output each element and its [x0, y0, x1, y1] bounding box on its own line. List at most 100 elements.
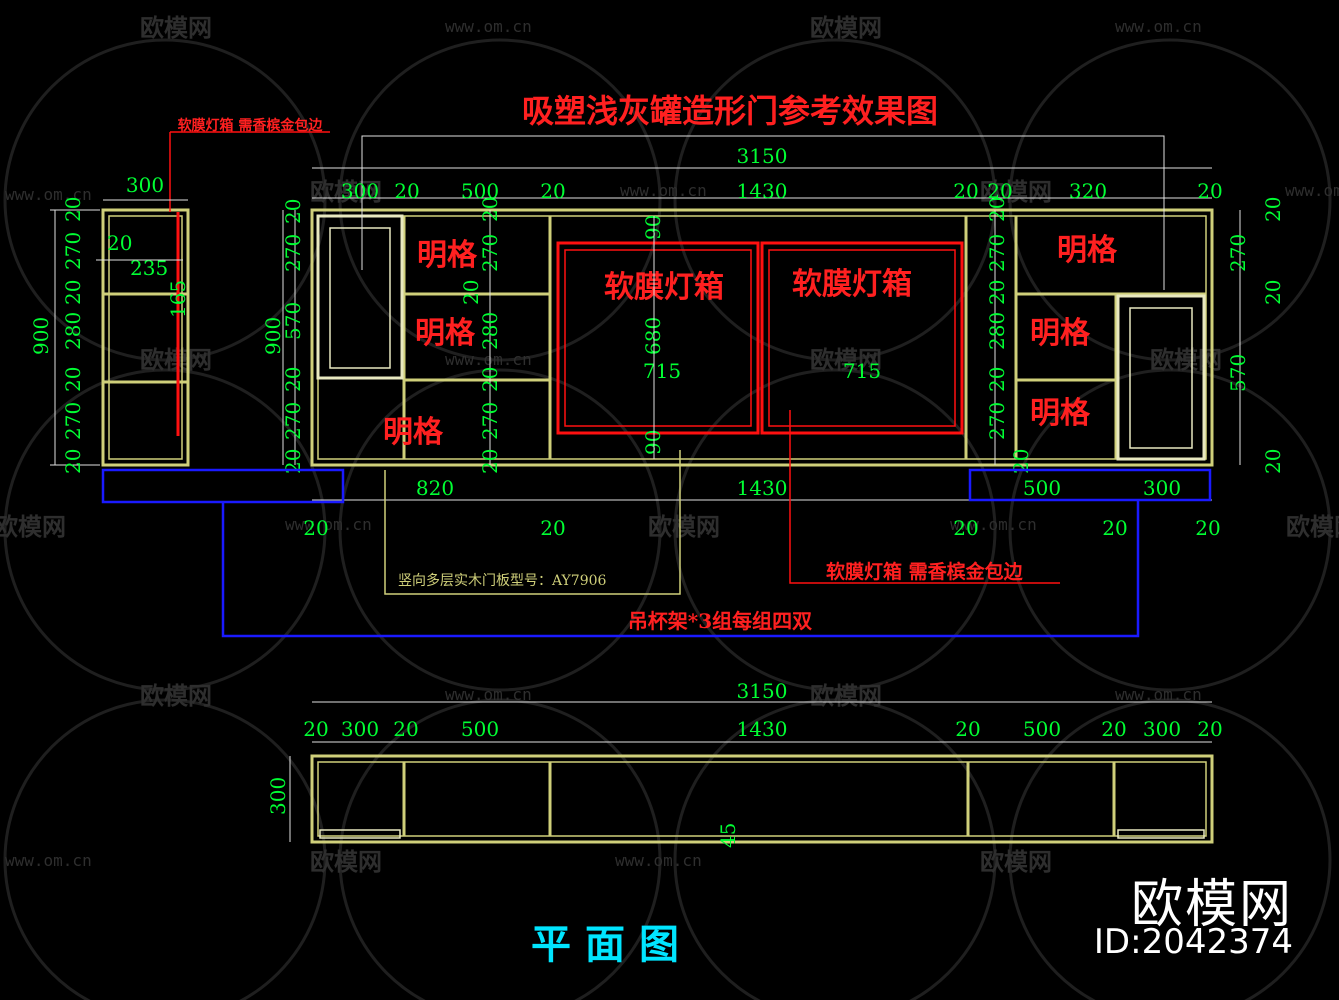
svg-text:20: 20 — [478, 449, 502, 474]
svg-text:20: 20 — [394, 179, 419, 203]
light-box-left — [556, 241, 760, 435]
svg-text:20: 20 — [1195, 516, 1220, 540]
svg-text:20: 20 — [61, 449, 85, 474]
watermark-url: www.om.cn — [445, 350, 532, 369]
watermark-texts: 欧模网 www.om.cn 欧模网 www.om.cn www.om.cn 欧模… — [0, 14, 1339, 876]
svg-text:270: 270 — [478, 234, 502, 272]
dim-center-total: 900 — [261, 317, 285, 355]
svg-text:20: 20 — [1101, 717, 1126, 741]
note-door: 竖向多层实木门板型号：AY7906 — [398, 572, 607, 589]
svg-text:20: 20 — [985, 280, 1009, 305]
right-glass-door — [1116, 294, 1206, 461]
watermark-brand: 欧模网 — [810, 14, 882, 42]
svg-text:20: 20 — [281, 367, 305, 392]
label-light-box: 软膜灯箱 — [792, 267, 912, 302]
plan-dimension-lines — [289, 701, 1212, 842]
watermark-brand: 欧模网 — [1150, 346, 1222, 374]
svg-text:270: 270 — [985, 402, 1009, 440]
elevation-frame — [310, 208, 1214, 467]
drawing-title: 吸塑浅灰罐造形门参考效果图 — [522, 92, 938, 130]
watermark-brand: 欧模网 — [810, 346, 882, 374]
watermark-brand: 欧模网 — [1286, 513, 1339, 541]
svg-text:300: 300 — [1143, 476, 1181, 500]
svg-text:270: 270 — [281, 402, 305, 440]
label-open-shelf: 明格 — [1030, 316, 1091, 351]
plan-view — [310, 754, 1214, 844]
svg-text:20: 20 — [540, 179, 565, 203]
brand-id: ID:2042374 — [1093, 922, 1293, 962]
svg-text:500: 500 — [1023, 476, 1061, 500]
watermark-brand: 欧模网 — [310, 178, 382, 206]
elevation-dimension-lines — [294, 135, 1241, 501]
brand-logo-text: 欧模网 — [1130, 875, 1293, 935]
watermark-url: www.om.cn — [5, 185, 92, 204]
svg-text:280: 280 — [478, 312, 502, 350]
svg-text:20: 20 — [955, 717, 980, 741]
side-view-dimensions — [50, 199, 284, 466]
dim-box-width: 715 — [643, 359, 681, 383]
label-open-shelf: 明格 — [383, 415, 444, 450]
watermark-brand: 欧模网 — [310, 848, 382, 876]
plan-mark: 45 — [716, 823, 740, 848]
svg-text:270: 270 — [985, 234, 1009, 272]
watermark-brand: 欧模网 — [0, 513, 66, 541]
dim-side-depth: 165 — [166, 280, 190, 318]
svg-text:20: 20 — [953, 516, 978, 540]
svg-text:320: 320 — [1069, 179, 1107, 203]
svg-text:270: 270 — [61, 402, 85, 440]
watermark-url: www.om.cn — [5, 851, 92, 870]
base-rack — [101, 468, 1212, 638]
lower-tick-dims: 20 20 20 20 20 — [303, 516, 1220, 540]
svg-text:280: 280 — [985, 312, 1009, 350]
svg-text:300: 300 — [341, 179, 379, 203]
svg-text:20: 20 — [1197, 717, 1222, 741]
svg-text:20: 20 — [985, 197, 1009, 222]
dim-total-width: 3150 — [737, 144, 788, 168]
svg-text:20: 20 — [987, 179, 1012, 203]
label-open-shelf: 明格 — [1057, 233, 1118, 268]
inner-right-side-dims: 20 270 20 280 20 270 20 — [985, 197, 1033, 474]
svg-text:270: 270 — [1226, 234, 1250, 272]
inner-left-side-dims: 20 270 20 280 20 270 20 — [459, 197, 502, 474]
note-rack: 吊杯架*3组每组四双 — [628, 609, 812, 633]
svg-text:280: 280 — [61, 312, 85, 350]
svg-text:500: 500 — [461, 179, 499, 203]
svg-text:1430: 1430 — [737, 476, 788, 500]
label-open-shelf: 明格 — [417, 238, 478, 273]
svg-text:270: 270 — [478, 402, 502, 440]
svg-text:20: 20 — [1261, 449, 1285, 474]
svg-text:20: 20 — [1261, 280, 1285, 305]
note-leaders — [384, 410, 1060, 595]
watermark-url: www.om.cn — [1115, 685, 1202, 704]
watermark-brand: 欧模网 — [140, 14, 212, 42]
dim-side-total: 900 — [29, 317, 53, 355]
bottom-row-dims: 820 1430 500 300 — [416, 476, 1181, 500]
dim-center-mid: 570 — [281, 302, 305, 340]
side-left-dims: 20 270 20 280 20 270 20 900 — [29, 197, 85, 474]
svg-text:1430: 1430 — [737, 179, 788, 203]
svg-text:270: 270 — [61, 232, 85, 270]
plan-row-dims: 20 300 20 500 1430 20 500 20 300 20 — [303, 717, 1222, 741]
svg-text:300: 300 — [1143, 717, 1181, 741]
plan-title: 平面图 — [531, 921, 693, 968]
svg-text:20: 20 — [61, 280, 85, 305]
svg-text:500: 500 — [461, 717, 499, 741]
dim-side-width: 300 — [126, 173, 164, 197]
watermark-brand: 欧模网 — [810, 682, 882, 710]
center-left-side-dims: 20 270 570 20 270 20 900 — [261, 199, 305, 474]
svg-text:20: 20 — [459, 280, 483, 305]
svg-text:500: 500 — [1023, 717, 1061, 741]
svg-text:300: 300 — [341, 717, 379, 741]
dim-side-inner: 235 — [130, 256, 168, 280]
dim-side-inner: 20 — [107, 231, 132, 255]
watermark-brand: 欧模网 — [980, 848, 1052, 876]
plan-total-width: 3150 — [737, 679, 788, 703]
label-light-box: 软膜灯箱 — [604, 270, 724, 305]
svg-text:20: 20 — [1261, 197, 1285, 222]
svg-text:820: 820 — [416, 476, 454, 500]
note-top-left: 软膜灯箱 需香槟金包边 — [178, 117, 324, 134]
svg-text:20: 20 — [1197, 179, 1222, 203]
dim-box-vertical: 90 — [641, 430, 665, 455]
svg-text:20: 20 — [393, 717, 418, 741]
